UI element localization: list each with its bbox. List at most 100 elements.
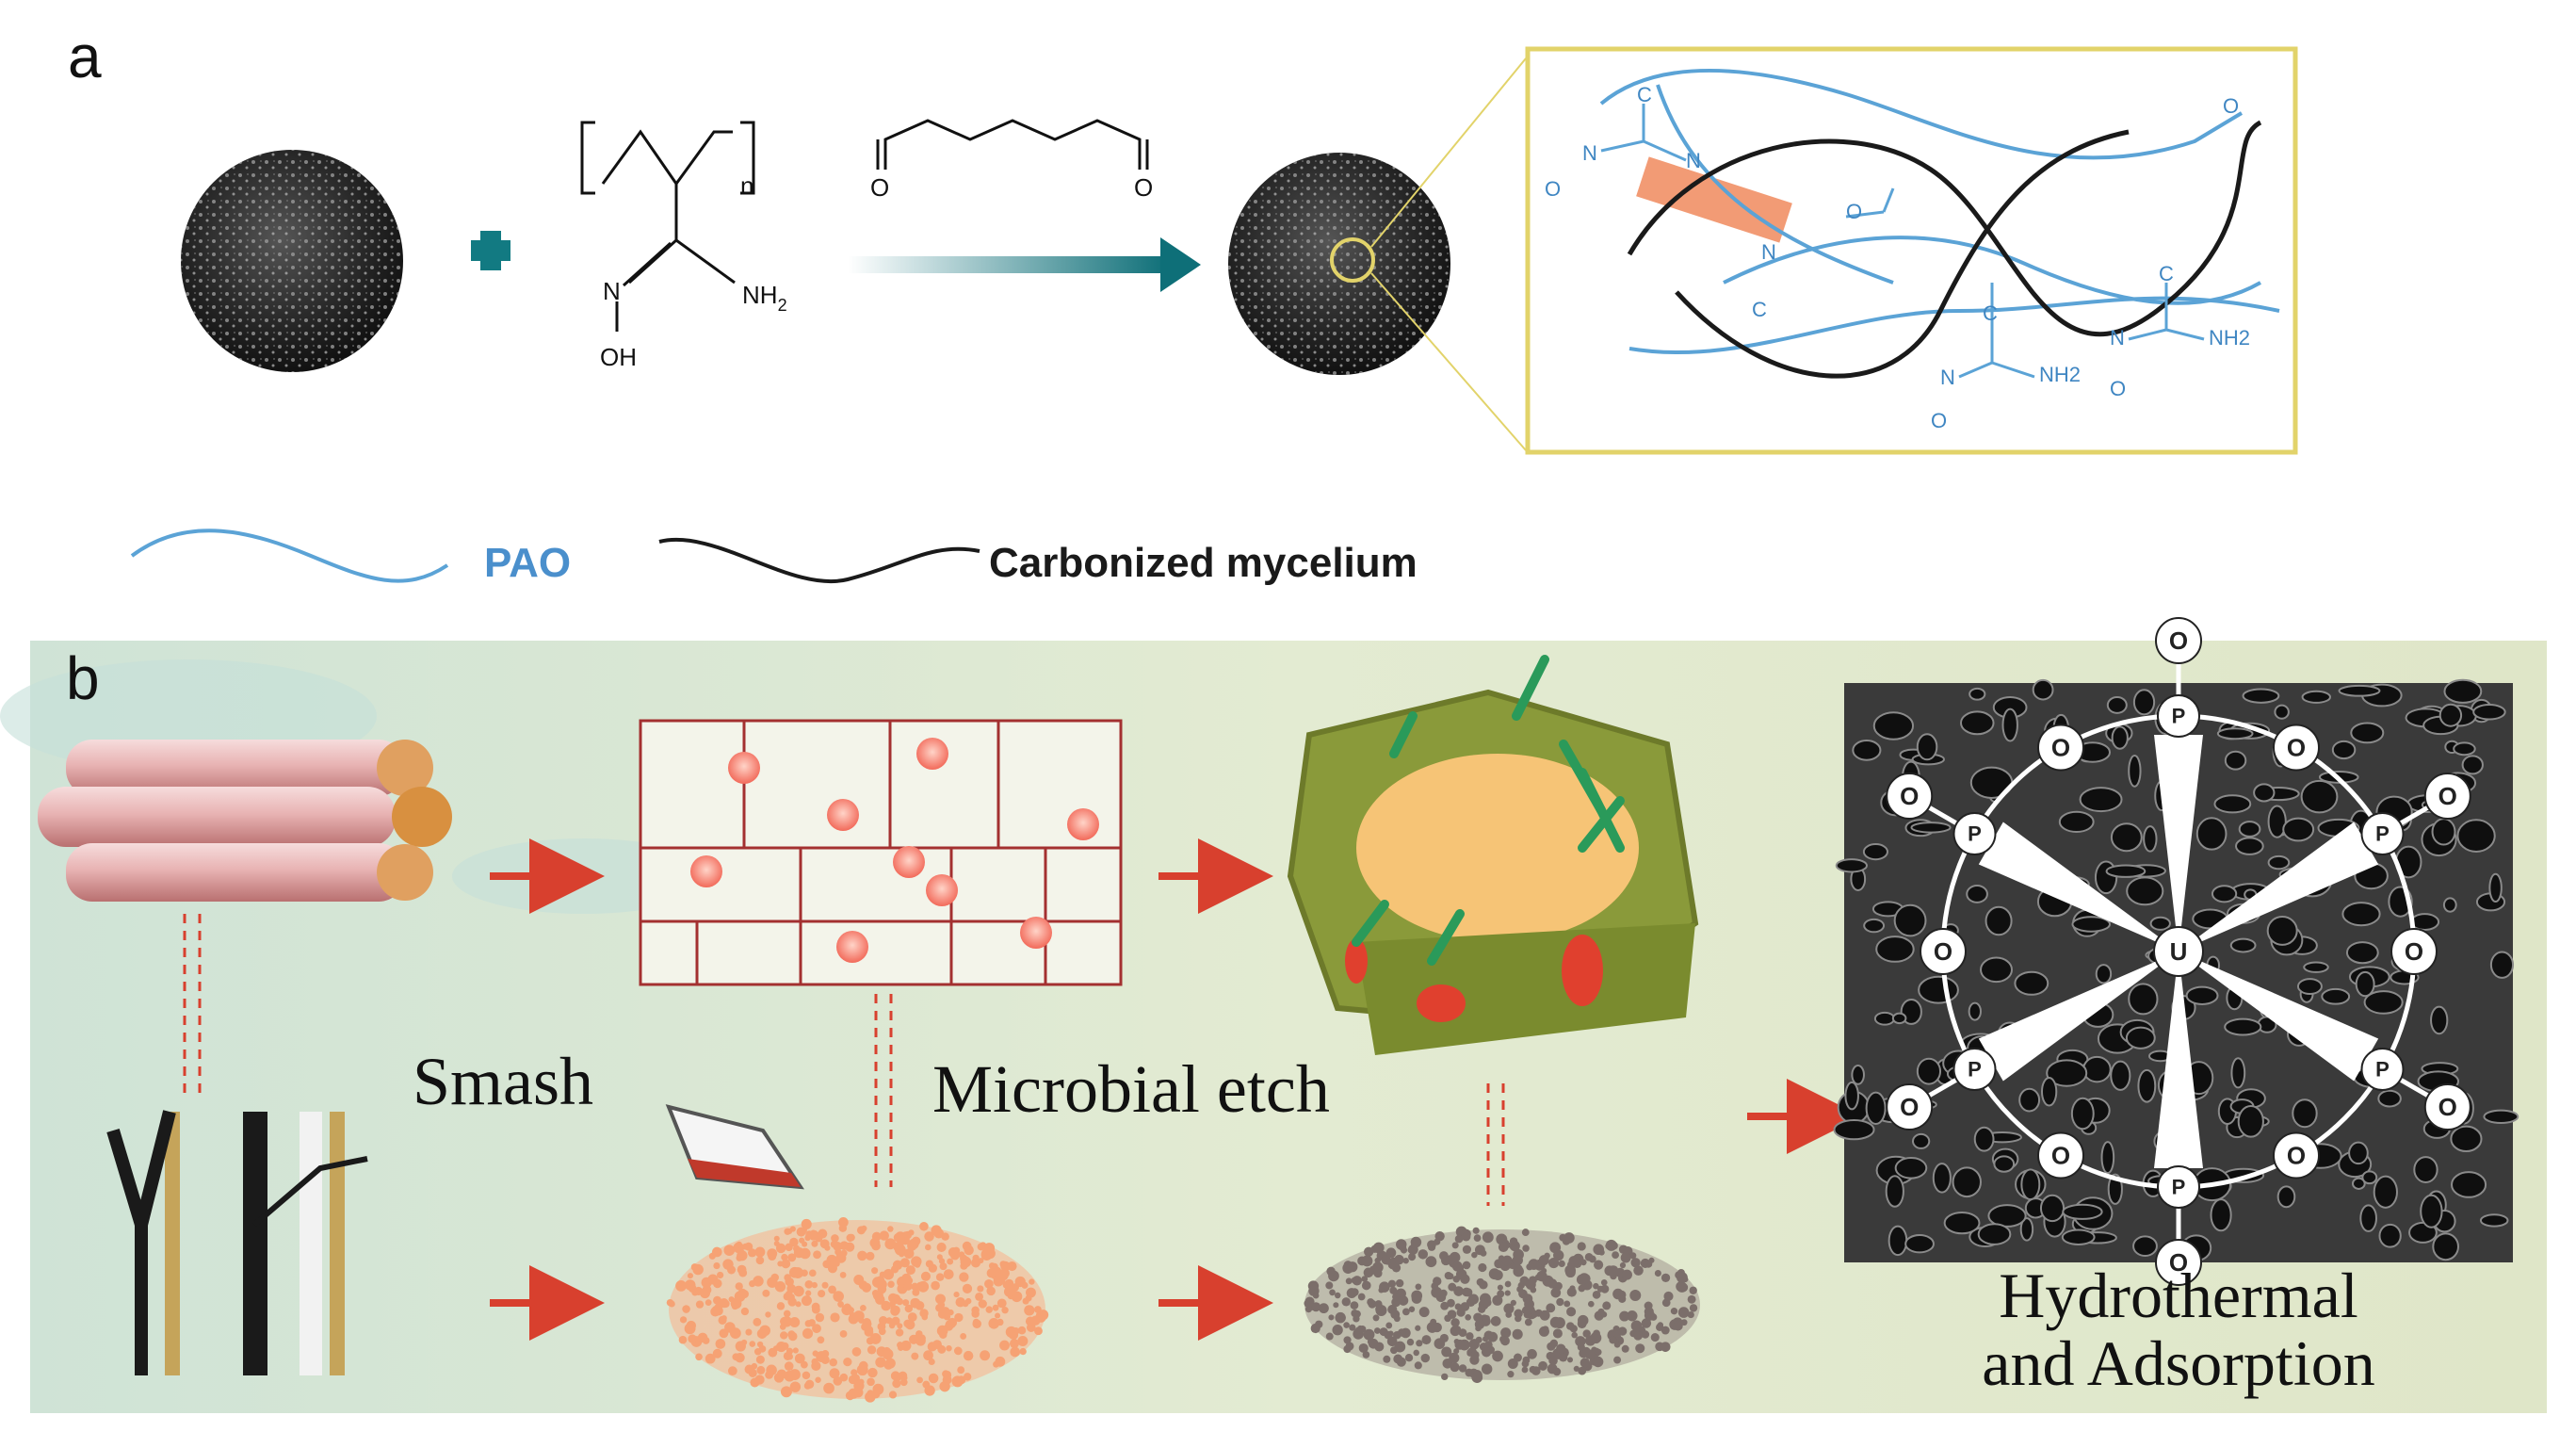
particle bbox=[915, 1300, 925, 1310]
particle bbox=[1621, 1344, 1629, 1353]
particle bbox=[1431, 1286, 1443, 1298]
particle bbox=[1619, 1261, 1627, 1269]
particle bbox=[1538, 1255, 1549, 1266]
particle bbox=[1389, 1286, 1398, 1294]
particle bbox=[1523, 1310, 1531, 1319]
sem-pore bbox=[2058, 810, 2095, 834]
particle bbox=[839, 1241, 850, 1250]
particle bbox=[1590, 1332, 1602, 1344]
particle bbox=[963, 1373, 972, 1381]
particle bbox=[1687, 1311, 1694, 1319]
particle bbox=[943, 1312, 951, 1321]
particle bbox=[1563, 1232, 1575, 1244]
particle bbox=[781, 1342, 789, 1351]
sem-pore bbox=[2431, 818, 2456, 846]
particle bbox=[1538, 1326, 1549, 1337]
particle bbox=[1663, 1291, 1674, 1302]
oxygen-node bbox=[2273, 1131, 2320, 1180]
particle bbox=[983, 1243, 996, 1254]
sem-pore bbox=[1835, 858, 1869, 873]
particle bbox=[1450, 1318, 1460, 1327]
plant-cell-grid bbox=[639, 719, 1123, 986]
amine-label: NH2 bbox=[742, 281, 787, 315]
particle bbox=[1384, 1330, 1393, 1340]
particle bbox=[971, 1306, 980, 1314]
zoom-atom-14: NH2 bbox=[2209, 326, 2250, 350]
particle bbox=[1465, 1313, 1471, 1321]
particle bbox=[675, 1279, 687, 1292]
particle bbox=[980, 1350, 991, 1361]
phosphorus-label: P bbox=[2172, 705, 2186, 728]
particle bbox=[958, 1251, 965, 1259]
particle bbox=[723, 1245, 736, 1257]
particle bbox=[756, 1365, 766, 1375]
zoom-atom-7: C bbox=[1752, 298, 1767, 321]
phosphorus-node bbox=[1952, 1048, 1997, 1091]
particle bbox=[951, 1375, 964, 1388]
particle bbox=[765, 1370, 774, 1379]
particle bbox=[837, 1301, 844, 1308]
particle bbox=[1357, 1293, 1366, 1301]
particle bbox=[1633, 1265, 1644, 1276]
particle bbox=[1592, 1290, 1601, 1299]
particle bbox=[773, 1241, 780, 1247]
particle bbox=[801, 1295, 812, 1307]
particle bbox=[1411, 1290, 1423, 1302]
sem-pore bbox=[1918, 975, 1959, 1004]
particle bbox=[1325, 1332, 1334, 1341]
particle bbox=[715, 1339, 726, 1349]
particle bbox=[1421, 1335, 1432, 1345]
particle bbox=[1361, 1255, 1373, 1267]
particle bbox=[1479, 1280, 1488, 1290]
zoom-atom-2: N bbox=[1582, 141, 1597, 165]
particle bbox=[1005, 1326, 1017, 1338]
sem-pore bbox=[2292, 1098, 2318, 1129]
particle bbox=[728, 1296, 735, 1303]
particle bbox=[1552, 1328, 1563, 1339]
particle bbox=[1034, 1326, 1043, 1336]
particle bbox=[1364, 1281, 1371, 1289]
particle bbox=[945, 1320, 954, 1329]
particle bbox=[1345, 1342, 1354, 1351]
particle bbox=[735, 1282, 743, 1291]
oxygen-label: O bbox=[2287, 733, 2306, 761]
particle bbox=[1556, 1297, 1564, 1307]
particle bbox=[1372, 1242, 1385, 1254]
particle bbox=[687, 1273, 693, 1279]
particle bbox=[1579, 1273, 1590, 1285]
particle bbox=[1559, 1233, 1567, 1242]
sem-pore bbox=[2351, 1177, 2366, 1190]
particle bbox=[851, 1347, 862, 1357]
particle bbox=[996, 1318, 1004, 1326]
particle bbox=[848, 1313, 859, 1325]
particle bbox=[711, 1246, 722, 1258]
zoom-atom-15: N bbox=[2110, 326, 2125, 350]
particle bbox=[1003, 1286, 1015, 1297]
zoom-atom-16: O bbox=[2223, 94, 2239, 118]
sem-pore bbox=[1973, 1126, 1995, 1152]
sem-pore bbox=[2338, 684, 2381, 697]
oxygen-label: O bbox=[2169, 1248, 2188, 1277]
particle bbox=[1641, 1318, 1652, 1328]
particle bbox=[1592, 1356, 1604, 1368]
particle bbox=[690, 1263, 699, 1271]
particle bbox=[1528, 1259, 1540, 1270]
particle bbox=[801, 1218, 812, 1229]
particle bbox=[1498, 1242, 1509, 1253]
particle bbox=[1680, 1319, 1688, 1326]
sem-pore bbox=[2274, 704, 2290, 720]
particle bbox=[996, 1298, 1007, 1309]
particle bbox=[1654, 1269, 1661, 1277]
particle bbox=[1588, 1255, 1596, 1263]
particle bbox=[915, 1335, 926, 1346]
zoom-atom-1: C bbox=[1637, 83, 1652, 106]
particle bbox=[1461, 1231, 1471, 1242]
particle bbox=[919, 1309, 929, 1318]
particle bbox=[1580, 1358, 1591, 1368]
particle bbox=[829, 1368, 840, 1379]
particle bbox=[839, 1330, 848, 1338]
particle bbox=[833, 1242, 843, 1251]
panel-a-label: a bbox=[68, 23, 102, 90]
particle bbox=[1620, 1252, 1631, 1263]
